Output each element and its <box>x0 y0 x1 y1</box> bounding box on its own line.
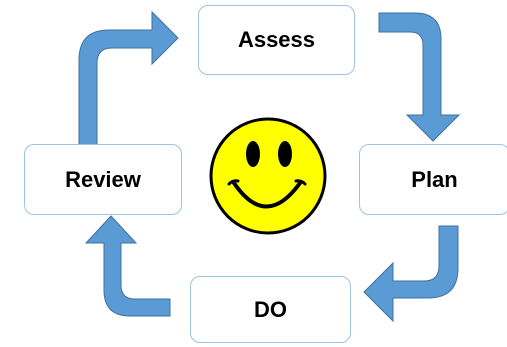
node-assess-label: Assess <box>237 27 316 52</box>
smiley-left-eye <box>246 141 260 167</box>
node-review: Review <box>24 144 182 215</box>
arrow-review-to-assess <box>78 10 179 147</box>
arrow-plan-to-do <box>363 225 459 323</box>
smiley-face-icon <box>209 117 327 235</box>
node-plan: Plan <box>359 144 507 215</box>
smiley-right-eye <box>278 141 292 167</box>
node-assess: Assess <box>198 5 355 75</box>
node-plan-label: Plan <box>411 166 458 192</box>
smiley-mouth <box>232 181 302 209</box>
arrow-assess-to-plan <box>378 12 461 142</box>
node-review-label: Review <box>65 166 141 192</box>
node-do-label: DO <box>254 296 287 322</box>
arrow-do-to-review <box>84 215 171 317</box>
node-do: DO <box>190 276 351 343</box>
